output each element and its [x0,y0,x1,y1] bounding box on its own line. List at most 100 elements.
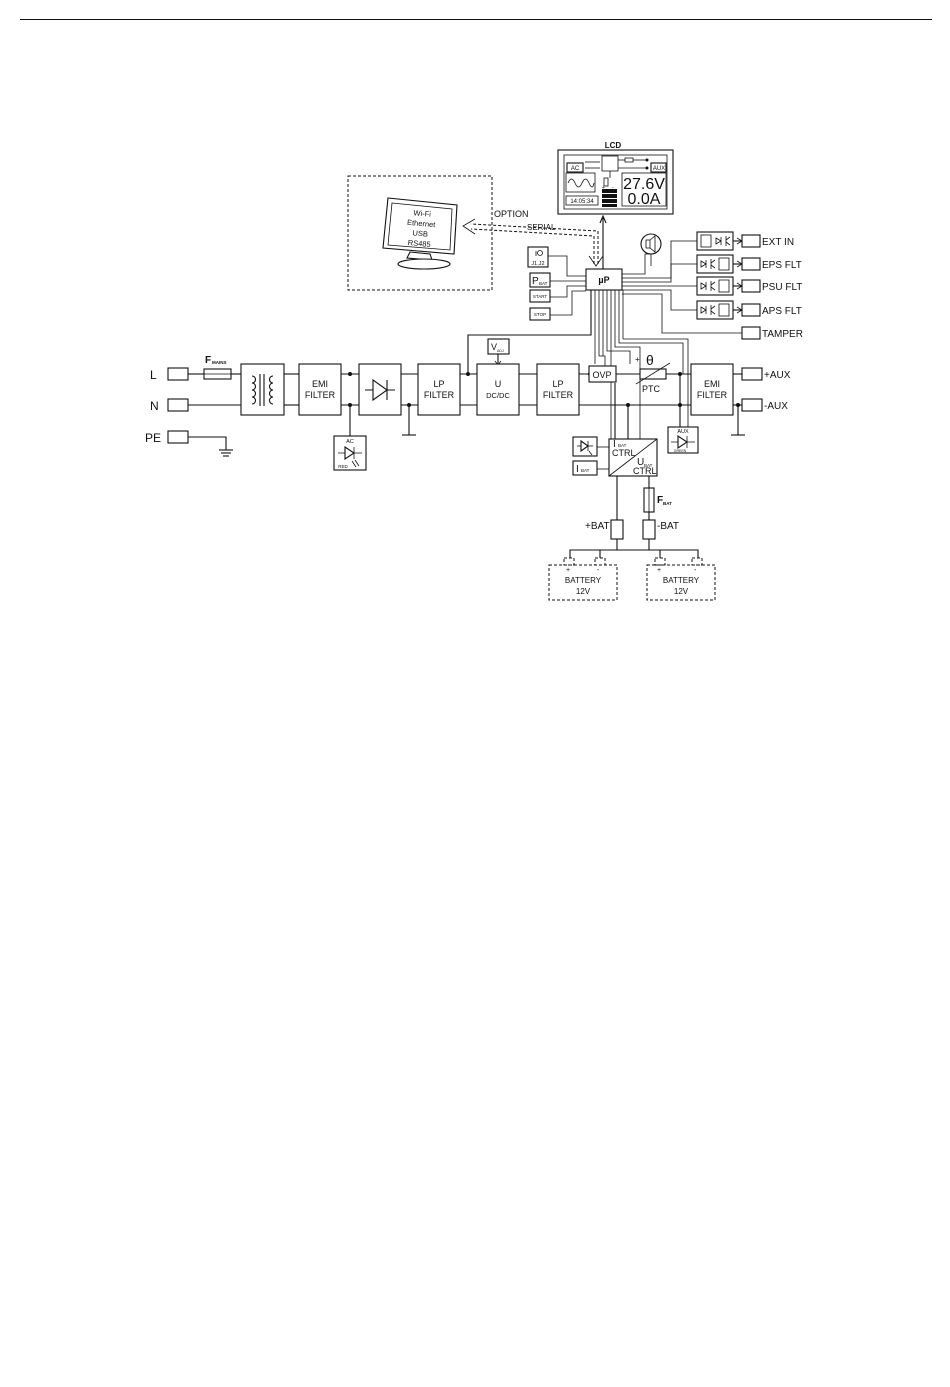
battery-2-plus: + [657,567,661,574]
header-rule [20,19,932,20]
option-iface-1: Wi-Fi [413,208,432,219]
terminal-minus-bat [642,519,656,540]
ac-led-color: RED [338,464,348,469]
lp-filter-1-line2: FILTER [424,390,455,400]
aps-flt-relay [696,300,734,320]
microcontroller [585,268,623,291]
lp-filter-1 [417,363,461,416]
option-label: OPTION [494,209,529,219]
ext-in-optocoupler [696,231,734,251]
emi-filter-output-line1: EMI [704,379,720,389]
pbat-label: P [532,276,539,287]
jumpers-block [527,246,549,268]
transformer-primary [251,375,257,405]
emi-filter-output [690,363,734,416]
pbat-block [529,272,551,288]
dcdc-line1: U [495,379,502,389]
ubat-ctrl-text: CTRL [633,466,657,476]
stop-button [529,307,551,321]
terminal-ext-in-label: EXT IN [762,237,794,248]
transformer-secondary [268,375,274,405]
lcd-current: 0.0A [628,191,661,208]
battery-2: + - BATTERY 12V [646,557,716,601]
jumper-icon [537,250,543,256]
emi-filter-output-line2: FILTER [697,390,728,400]
lcd-ac-tag [566,162,584,173]
option-iface-2: Ethernet [407,218,437,230]
lcd-display [557,149,674,215]
lcd-aux-tag [650,162,667,173]
terminal-eps-flt [741,257,761,271]
monitor-icon [382,197,458,270]
terminal-tamper [741,326,761,340]
terminal-plus-aux-label: +AUX [764,370,791,381]
emi-filter-input-line1: EMI [312,379,328,389]
ibat-sensor-label: I [576,464,579,475]
sine-wave-icon [567,178,595,188]
lcd-gauge-minus: - [612,185,614,191]
psu-flt-relay [696,276,734,296]
terminal-l [167,367,189,381]
battery-1-plus: + [566,567,570,574]
terminal-aps-flt-label: APS FLT [762,306,802,317]
mains-fuse-label: F [205,355,211,366]
lcd-title: LCD [605,141,622,150]
aux-led [667,426,699,454]
battery-fuse-label: F [657,495,663,506]
terminal-plus-bat-label: +BAT [585,521,610,532]
stop-label: STOP [534,312,546,317]
option-module-frame [347,175,493,291]
ac-led-label: AC [346,439,354,445]
mains-fuse-sub: MAINS [212,360,227,365]
vadj-pot [487,338,510,355]
ovp-label: OVP [592,370,611,380]
ovp-block [588,365,617,383]
aux-led-label: AUX [677,429,689,435]
battery-fuse-sub: BAT [663,501,672,506]
terminal-plus-bat [610,519,624,540]
lp-filter-1-line1: LP [433,379,444,389]
jumpers-label: J1,J2 [531,261,544,267]
ptc-label: PTC [642,384,661,394]
serial-link-arrow [462,218,604,267]
battery-led-diode-icon [580,439,589,453]
option-iface-3: USB [412,228,428,238]
lcd-time: 14:05:34 [570,199,594,205]
lcd-ac-tag-text: AC [571,166,580,172]
terminal-minus-aux-label: -AUX [764,401,788,412]
terminal-minus-bat-label: -BAT [657,521,679,532]
lp-filter-2-line1: LP [552,379,563,389]
eps-flt-relay [696,254,734,274]
option-iface-4: RS485 [407,238,431,249]
start-button [529,289,551,303]
terminal-eps-flt-label: EPS FLT [762,260,802,271]
battery-1-minus: - [597,567,600,574]
dcdc-converter [476,363,520,416]
vadj-label: V [491,342,497,352]
aux-led-diode-icon [677,434,688,450]
buzzer-icon [640,233,662,255]
ptc-fuse [639,368,667,380]
ibat-ctrl-label: I [613,439,616,450]
dcdc-line2: DC/DC [486,391,510,400]
terminal-l-label: L [150,368,157,382]
ibat-ctrl-text: CTRL [612,448,636,458]
rectifier-diode-icon [372,378,388,402]
transformer [240,363,285,416]
uP-signal-lines [548,214,743,470]
terminal-aps-flt [741,303,761,317]
lp-filter-2 [536,363,580,416]
serial-label: SERIAL [527,223,556,232]
terminal-pe-label: PE [145,431,161,445]
terminal-minus-aux [741,398,763,412]
ac-led-diode-icon [344,445,355,461]
terminal-ext-in [741,234,761,248]
lcd-aux-tag-text: AUX [653,166,665,172]
power-bus-lines [188,290,745,558]
battery-1-label: BATTERY [565,576,602,585]
lcd-voltage: 27.6V [623,176,665,193]
terminal-psu-flt [741,279,761,293]
emi-filter-input-line2: FILTER [305,390,336,400]
lcd-sine-box [565,172,596,193]
ptc-theta: θ [646,352,654,368]
